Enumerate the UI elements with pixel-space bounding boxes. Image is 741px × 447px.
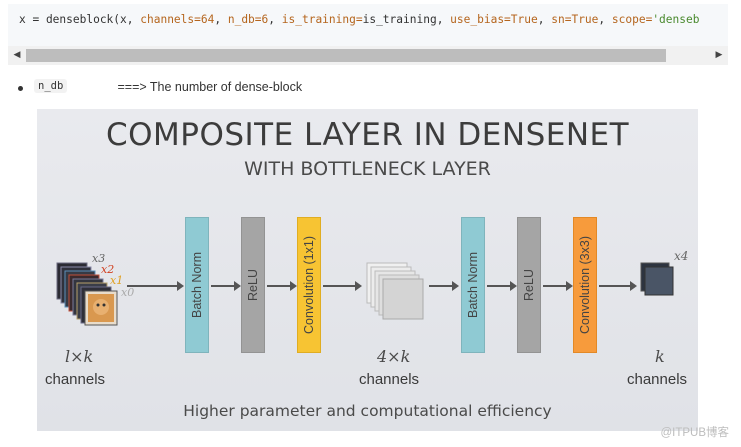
code-assign: x = denseblock(x, <box>19 13 141 26</box>
scroll-right-arrow-icon[interactable]: ▶ <box>715 50 723 60</box>
code-val-scope: 'denseb <box>652 13 700 26</box>
code-arg-ndb: n_db= <box>227 13 262 26</box>
arrow-right-icon <box>267 281 297 291</box>
code-val-is-training: is_training <box>362 13 437 26</box>
arrow-right-icon <box>543 281 573 291</box>
conv-3x3-layer: Convolution (3x3) <box>573 217 597 353</box>
relu-layer-2: ReLU <box>517 217 541 353</box>
conv-1x1-layer: Convolution (1x1) <box>297 217 321 353</box>
arrow-right-icon <box>487 281 517 291</box>
code-line: x = denseblock(x, channels=64, n_db=6, i… <box>19 13 700 26</box>
mid-channels-label: channels <box>359 371 420 388</box>
arrow-right-icon <box>429 281 459 291</box>
relu-layer-1: ReLU <box>241 217 265 353</box>
inline-code: n_db <box>34 79 68 93</box>
slide-subtitle: WITH BOTTLENECK LAYER <box>244 158 491 180</box>
stack-label-x1: x1 <box>110 274 124 287</box>
mid-channel-size: 4×k <box>377 347 411 366</box>
code-arg-scope: scope= <box>611 13 653 26</box>
stack-label-x2: x2 <box>101 263 115 276</box>
scrollbar-thumb[interactable] <box>26 49 666 62</box>
slide-caption: Higher parameter and computational effic… <box>183 402 552 420</box>
right-channels-label: channels <box>627 371 688 388</box>
batch-norm-layer-1: Batch Norm <box>185 217 209 353</box>
bullet-text: ===> The number of dense-block <box>114 80 303 94</box>
code-val-channels: 64 <box>200 13 215 26</box>
left-channel-size: l×k <box>65 347 94 366</box>
scroll-left-arrow-icon[interactable]: ◀ <box>13 50 21 60</box>
code-val-ndb: 6 <box>261 13 269 26</box>
stack-label-x0: x0 <box>121 286 135 299</box>
code-arg-use-bias: use_bias= <box>450 13 511 26</box>
horizontal-scrollbar[interactable]: ◀ ▶ <box>8 46 728 65</box>
code-arg-is-training: is_training= <box>281 13 363 26</box>
arrow-right-icon <box>211 281 241 291</box>
code-val-sn: True <box>571 13 599 26</box>
output-feature-icon <box>640 262 674 296</box>
arrow-right-icon <box>127 281 184 291</box>
input-feature-stack-icon <box>56 262 118 326</box>
stack-label-x3: x3 <box>92 252 106 265</box>
left-channels-label: channels <box>45 371 106 388</box>
bullet-dot-icon <box>18 86 23 91</box>
middle-feature-stack-icon <box>366 262 424 320</box>
slide-title: COMPOSITE LAYER IN DENSENET <box>105 117 630 153</box>
watermark: @ITPUB博客 <box>660 427 729 439</box>
batch-norm-layer-2: Batch Norm <box>461 217 485 353</box>
output-label-x4: x4 <box>674 249 689 263</box>
arrow-right-icon <box>323 281 362 291</box>
densenet-slide-image: COMPOSITE LAYER IN DENSENET WITH BOTTLEN… <box>37 109 698 431</box>
right-channel-size: k <box>655 347 665 366</box>
code-arg-sn: sn= <box>551 13 572 26</box>
code-val-use-bias: True <box>510 13 538 26</box>
arrow-right-icon <box>599 281 637 291</box>
code-block: x = denseblock(x, channels=64, n_db=6, i… <box>8 4 728 65</box>
code-arg-channels: channels= <box>140 13 201 26</box>
